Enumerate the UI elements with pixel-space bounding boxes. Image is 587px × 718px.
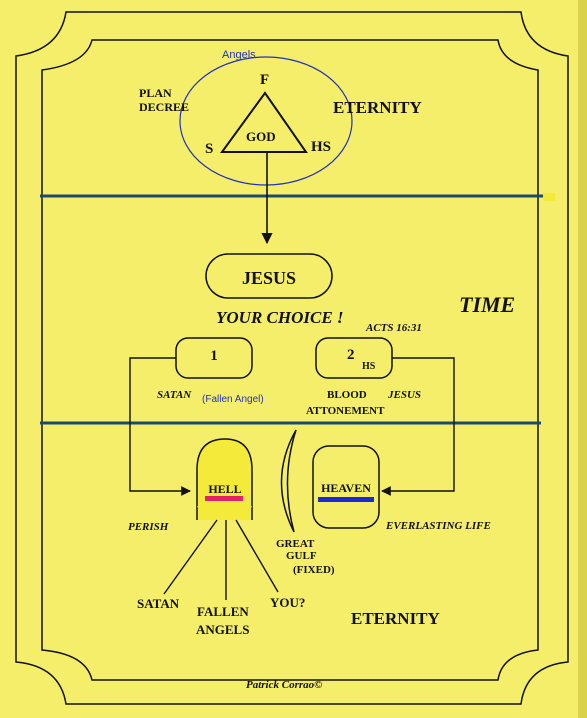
acts-label: ACTS 16:31 xyxy=(365,322,422,334)
path-to-heaven xyxy=(381,357,455,496)
credit-label: Patrick Corrao© xyxy=(246,679,322,691)
hell-bar xyxy=(205,496,243,501)
hell-label: HELL xyxy=(208,482,241,496)
god-label: GOD xyxy=(246,129,276,144)
heaven-label: HEAVEN xyxy=(321,481,371,495)
father-label: F xyxy=(260,72,269,88)
perish-label: PERISH xyxy=(128,521,169,533)
gulf-label: GULF xyxy=(286,550,317,562)
angels-ellipse xyxy=(179,56,353,186)
choice-1-label: 1 xyxy=(210,348,218,364)
choice-2-sub-label: HS xyxy=(362,361,376,372)
son-label: S xyxy=(205,141,213,157)
time-label: TIME xyxy=(459,292,515,317)
eternity-bottom-label: ETERNITY xyxy=(351,609,440,628)
great-gulf-crescent xyxy=(280,429,297,533)
holy-spirit-label: HS xyxy=(311,139,331,155)
great-label: GREAT xyxy=(276,538,315,550)
angels-bottom-label: ANGELS xyxy=(196,622,249,637)
fixed-label: (FIXED) xyxy=(293,564,335,576)
inner-frame xyxy=(41,39,539,681)
branch-satan xyxy=(163,519,218,595)
heaven-bar xyxy=(318,497,374,502)
jesus-italic-label: JESUS xyxy=(387,389,421,401)
satan-label: SATAN xyxy=(137,596,180,611)
fallen-angel-label: (Fallen Angel) xyxy=(202,394,264,405)
plan-label: PLAN xyxy=(139,86,172,100)
decree-label: DECREE xyxy=(139,100,189,114)
frame-shadow xyxy=(578,0,587,718)
outer-frame xyxy=(15,11,569,705)
fallen-label: FALLEN xyxy=(197,604,249,619)
everlasting-life-label: EVERLASTING LIFE xyxy=(385,520,491,532)
path-to-hell xyxy=(129,357,191,496)
angels-label: Angels xyxy=(222,49,256,61)
jesus-label: JESUS xyxy=(242,268,296,288)
choice-2-label: 2 xyxy=(347,347,355,363)
branch-you xyxy=(235,519,279,593)
hell-base xyxy=(197,506,252,520)
jesus-box xyxy=(205,253,333,299)
eternity-top-label: ETERNITY xyxy=(333,98,422,117)
satan-choice-label: SATAN xyxy=(157,389,192,401)
blood-label: BLOOD xyxy=(327,389,367,401)
divider-tab xyxy=(543,193,555,201)
attonement-label: ATTONEMENT xyxy=(306,405,385,417)
trinity-triangle xyxy=(220,91,308,153)
you-label: YOU? xyxy=(270,595,305,610)
heaven-box xyxy=(312,445,380,529)
your-choice-label: YOUR CHOICE ! xyxy=(216,308,344,327)
